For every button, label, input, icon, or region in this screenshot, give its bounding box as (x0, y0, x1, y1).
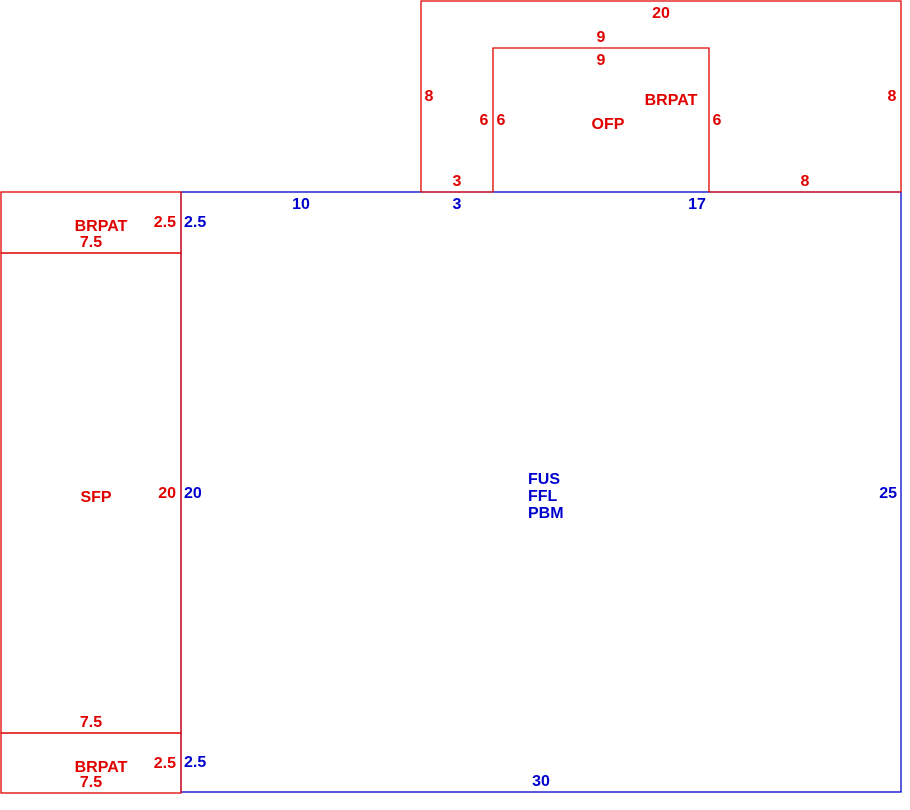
main-dim-left: 20 (184, 485, 202, 502)
top-brpat-outline (420, 0, 902, 192)
top-brpat-dim-right: 8 (888, 88, 897, 105)
ofp-dim-top-outer: 9 (597, 29, 606, 46)
main-dim-top-right: 17 (688, 196, 706, 213)
left-bottom-brpat-dim-bottom: 7.5 (80, 774, 102, 791)
left-top-brpat-dim-bottom: 7.5 (80, 234, 102, 251)
main-label-fus: FUS (528, 471, 560, 488)
left-top-brpat-dim-right: 2.5 (154, 214, 176, 231)
left-top-brpat-label: BRPAT (75, 218, 128, 235)
main-dim-right: 25 (879, 485, 897, 502)
sfp-dim-right: 20 (158, 485, 176, 502)
top-brpat-dim-bottom-right: 8 (801, 173, 810, 190)
sfp-label: SFP (80, 489, 111, 506)
main-label-ffl: FFL (528, 488, 558, 505)
main-dim-left-top: 2.5 (184, 214, 206, 231)
main-dim-top-left: 10 (292, 196, 310, 213)
ofp-dim-right: 6 (713, 112, 722, 129)
left-bottom-brpat-dim-right: 2.5 (154, 755, 176, 772)
top-brpat-label: BRPAT (645, 92, 698, 109)
main-dim-top-mid: 3 (453, 196, 462, 213)
ofp-outline (492, 47, 710, 192)
ofp-dim-left-inner: 6 (497, 112, 506, 129)
top-brpat-dim-top: 20 (652, 5, 670, 22)
ofp-label: OFP (592, 116, 625, 133)
left-bottom-brpat-outline (0, 732, 182, 794)
left-bottom-brpat-label: BRPAT (75, 759, 128, 776)
top-brpat-dim-bottom-left: 3 (453, 173, 462, 190)
main-dim-bottom: 30 (532, 773, 550, 790)
ofp-dim-left-outer: 6 (480, 112, 489, 129)
top-brpat-dim-left: 8 (425, 88, 434, 105)
main-label-pbm: PBM (528, 505, 564, 522)
main-dim-left-bottom: 2.5 (184, 754, 206, 771)
ofp-dim-top-inner: 9 (597, 52, 606, 69)
sfp-dim-bottom: 7.5 (80, 714, 102, 731)
